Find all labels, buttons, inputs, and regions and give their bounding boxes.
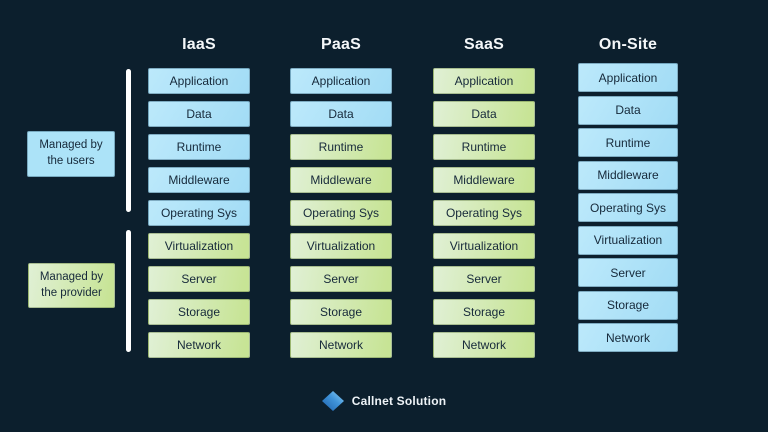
layer-box-runtime: Runtime (148, 134, 250, 160)
layer-box-operating-sys: Operating Sys (578, 193, 678, 222)
layer-box-virtualization: Virtualization (148, 233, 250, 259)
layer-box-runtime: Runtime (290, 134, 392, 160)
layer-box-application: Application (433, 68, 535, 94)
provider-bracket-bar (126, 230, 131, 352)
column-header-paas: PaaS (321, 36, 361, 53)
layer-box-data: Data (290, 101, 392, 127)
layer-box-network: Network (433, 332, 535, 358)
layer-box-server: Server (433, 266, 535, 292)
managed-by-provider-line2: the provider (41, 286, 102, 299)
layer-box-data: Data (578, 95, 678, 125)
layer-box-storage: Storage (433, 299, 535, 325)
managed-by-provider-line1: Managed by (39, 270, 104, 283)
layer-box-runtime: Runtime (578, 128, 678, 157)
column-header-iaas: IaaS (182, 36, 216, 53)
layer-box-network: Network (578, 323, 678, 352)
column-header-onsite: On-Site (598, 36, 658, 53)
layer-box-data: Data (433, 101, 535, 127)
layer-box-storage: Storage (578, 290, 678, 320)
layer-box-virtualization: Virtualization (433, 233, 535, 259)
column-header-saas: SaaS (464, 36, 504, 53)
brand-name: Callnet Solution (351, 394, 447, 408)
layer-box-server: Server (578, 258, 678, 287)
users-bracket-bar (126, 69, 131, 212)
managed-by-users-line1: Managed by (39, 139, 103, 152)
diamond-icon (321, 391, 344, 411)
layer-box-virtualization: Virtualization (290, 233, 392, 259)
layer-box-storage: Storage (290, 299, 392, 325)
layer-box-server: Server (148, 266, 250, 292)
layer-box-operating-sys: Operating Sys (433, 200, 535, 226)
layer-box-operating-sys: Operating Sys (148, 200, 250, 226)
layer-box-application: Application (148, 68, 250, 94)
layer-box-application: Application (290, 68, 392, 94)
layer-box-runtime: Runtime (433, 134, 535, 160)
layer-box-application: Application (578, 63, 678, 92)
layer-box-middleware: Middleware (148, 167, 250, 193)
layer-box-middleware: Middleware (578, 160, 678, 190)
managed-by-users-line2: the users (47, 155, 95, 167)
layer-box-network: Network (148, 332, 250, 358)
layer-box-data: Data (148, 101, 250, 127)
layer-box-operating-sys: Operating Sys (290, 200, 392, 226)
layer-box-middleware: Middleware (290, 167, 392, 193)
managed-by-provider-label: Managed by the provider (28, 263, 115, 308)
layer-box-storage: Storage (148, 299, 250, 325)
layer-box-virtualization: Virtualization (578, 225, 678, 255)
brand-footer: Callnet Solution (0, 391, 768, 411)
layer-box-server: Server (290, 266, 392, 292)
managed-by-users-label: Managed by the users (27, 131, 115, 177)
layer-box-middleware: Middleware (433, 167, 535, 193)
layer-box-network: Network (290, 332, 392, 358)
